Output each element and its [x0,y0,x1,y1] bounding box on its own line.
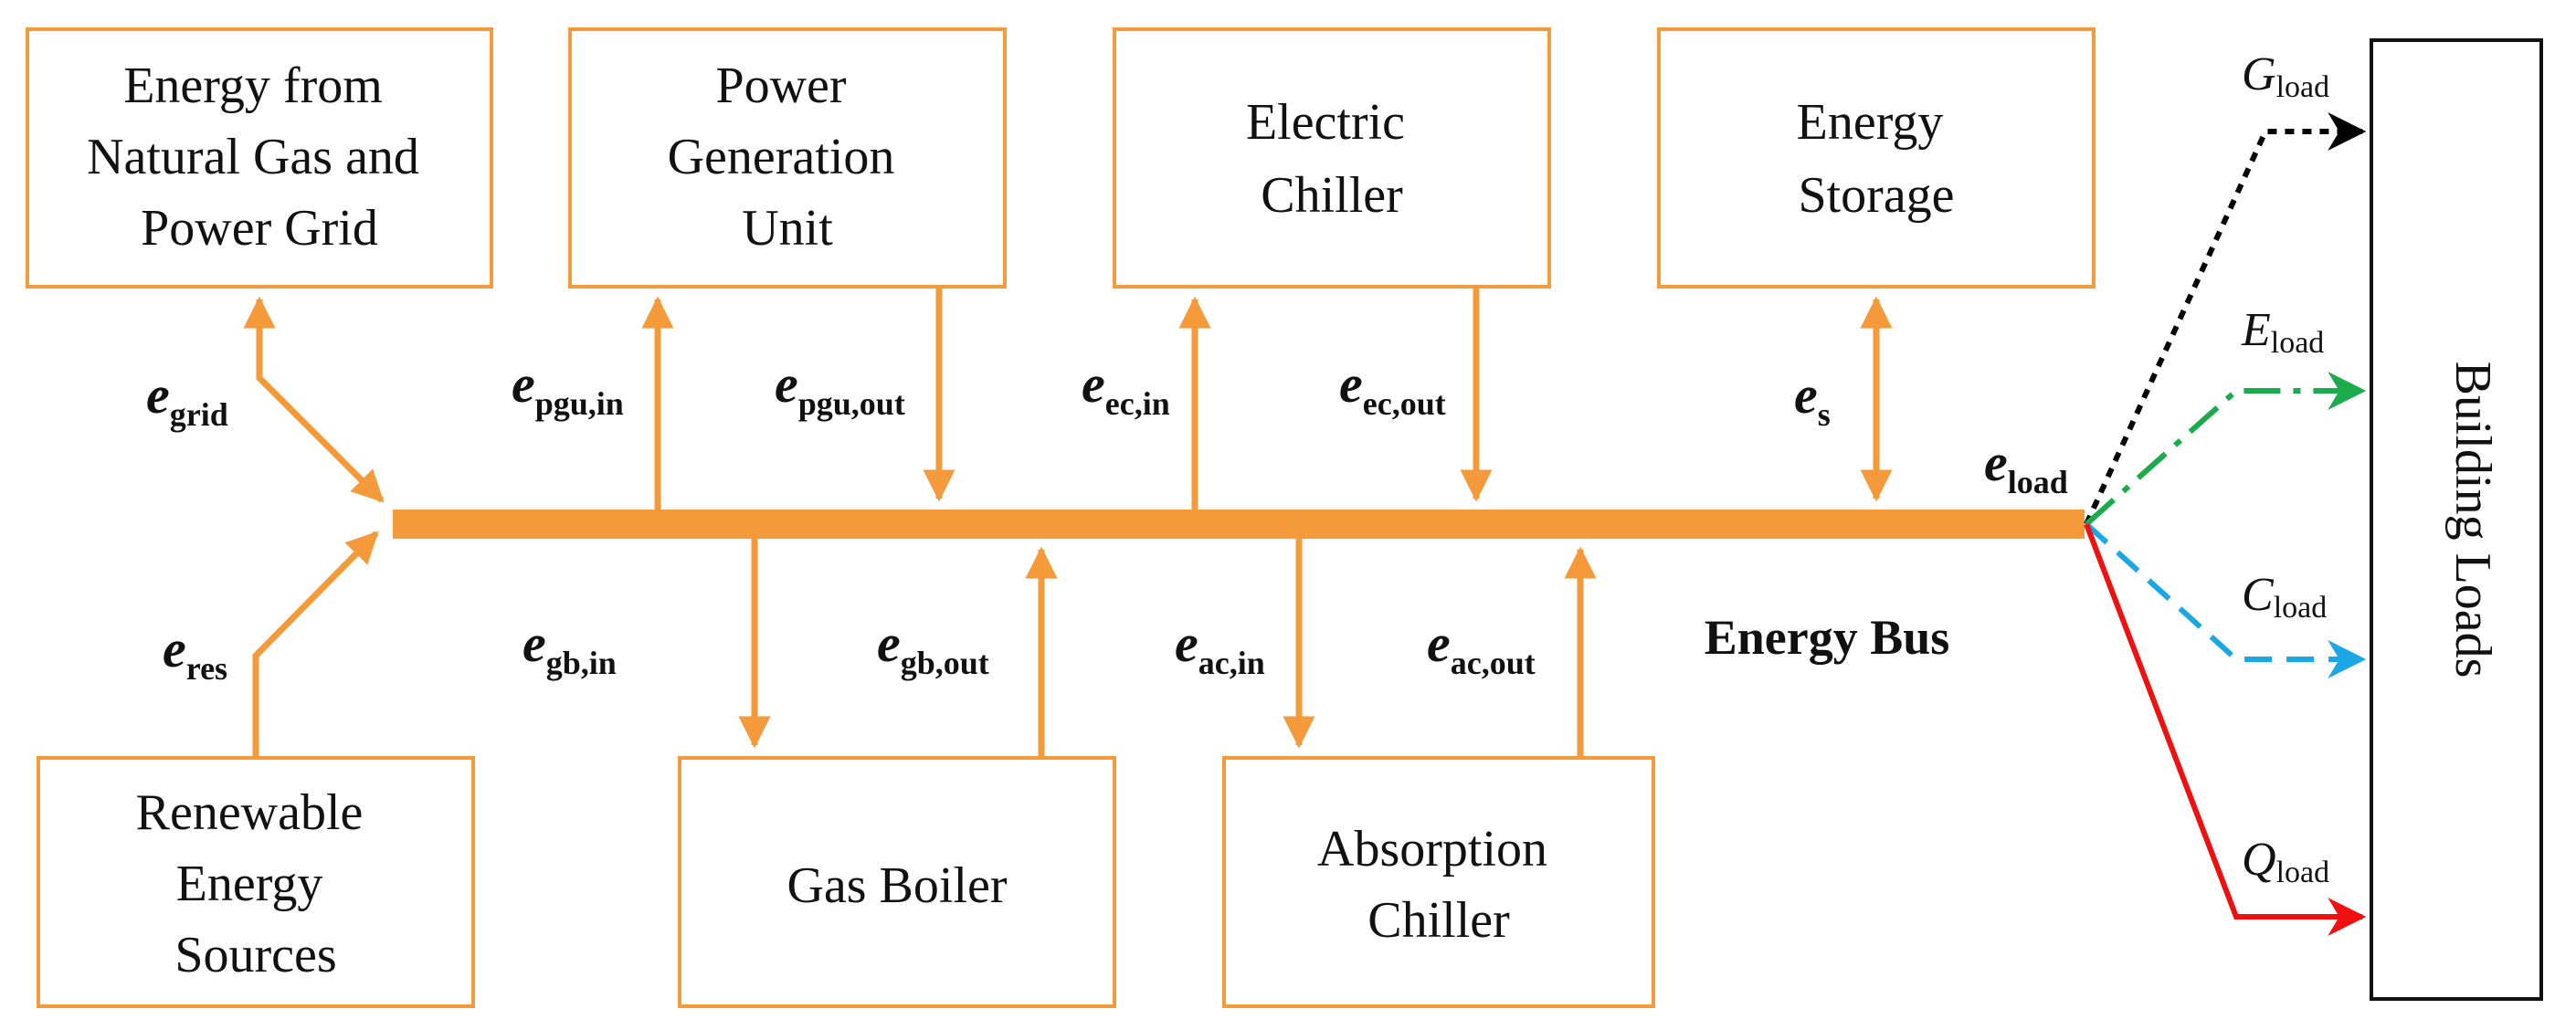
box-absorption-chiller-label: Absorption Chiller [1317,821,1560,949]
energy-bus [393,510,2085,539]
label-sub: load [2271,326,2325,360]
label-e-load: eload [1984,433,2068,500]
gas-load-line [2084,112,2367,526]
label-main: C [2242,569,2275,621]
label-sub: s [1818,396,1831,433]
label-main: e [877,614,901,673]
label-sub: gb,out [901,645,989,681]
label-e-gb-in: egb,in [523,614,617,681]
building-loads-frame [2370,38,2543,1001]
box-gas-boiler-frame [678,756,1116,1008]
box-natural-gas-grid-frame [26,27,493,289]
label-e-grid: egrid [146,365,228,433]
box-natural-gas-grid: Energy from Natural Gas and Power Grid [26,27,493,289]
label-e-gb-out: egb,out [877,614,989,681]
label-sub: load [2008,464,2068,500]
box-energy-storage-label: Energy Storage [1797,94,1957,224]
label-c-load: Cload [2242,569,2327,625]
box-gas-boiler: Gas Boiler [678,756,1116,1008]
label-sub: ec,out [1363,385,1446,422]
label-line: Electric [1246,94,1405,151]
label-line: Storage [1798,167,1954,224]
label-e-ec-in: eec,in [1082,354,1170,422]
label-main: e [775,354,798,414]
label-line: Renewable [136,784,364,841]
box-renewable-energy-frame [37,756,475,1008]
label-sub: ac,in [1198,645,1265,681]
label-e-s: es [1794,365,1831,433]
label-line: Power Grid [141,200,378,257]
label-line: Chiller [1261,167,1403,224]
label-e-ac-out: eac,out [1427,614,1536,681]
label-sub: grid [170,396,228,433]
label-e-ac-in: eac,in [1175,614,1265,681]
heating-load-line [2084,522,2367,936]
flow-grid-arrow [243,296,385,503]
label-sub: load [2274,591,2328,625]
label-line: Energy [176,856,323,912]
label-line: Energy [1797,94,1944,151]
box-electric-chiller: Electric Chiller [1113,27,1551,289]
label-main: e [1082,354,1105,414]
label-line: Chiller [1367,892,1510,949]
label-main: e [163,619,186,678]
electric-load-line [2085,372,2367,527]
label-main: e [146,365,170,425]
box-power-generation-unit-frame [568,27,1007,289]
box-energy-storage-frame [1657,27,2096,289]
label-main: G [2242,48,2276,100]
label-sub: gb,in [546,645,617,681]
box-renewable-energy-label: Renewable Energy Sources [136,784,376,983]
label-sub: pgu,out [798,385,905,422]
label-main: e [1794,365,1818,425]
energy-bus-label: Energy Bus [1705,610,1950,665]
label-line: Absorption [1317,821,1547,878]
label-main: e [1339,354,1363,414]
label-sub: load [2276,856,2330,889]
label-e-pgu-in: epgu,in [512,354,624,422]
box-power-generation-unit-label: Power Generation Unit [668,58,908,257]
label-sub: ac,out [1451,645,1536,681]
label-e-load-building: Eload [2241,304,2324,360]
box-electric-chiller-label: Electric Chiller [1246,94,1418,224]
label-main: E [2241,304,2271,356]
label-main: e [1427,614,1451,673]
box-energy-storage: Energy Storage [1657,27,2096,289]
label-sub: res [186,650,227,687]
box-absorption-chiller-frame [1222,756,1655,1008]
label-line: Power [715,58,846,114]
label-main: Q [2242,834,2276,886]
label-g-load: Gload [2242,48,2329,104]
label-e-ec-out: eec,out [1339,354,1446,422]
building-loads-box: Building Loads [2370,38,2543,1001]
label-e-pgu-out: epgu,out [775,354,905,422]
label-q-load: Qload [2242,834,2329,889]
building-loads-label: Building Loads [2444,362,2501,678]
label-sub: load [2276,70,2330,104]
box-absorption-chiller: Absorption Chiller [1222,756,1655,1008]
label-sub: ec,in [1105,385,1170,422]
label-line: Natural Gas and [87,129,419,185]
label-sub: pgu,in [535,385,624,422]
label-line: Sources [174,927,336,983]
box-power-generation-unit: Power Generation Unit [568,27,1007,289]
cooling-load-line [2084,521,2367,678]
box-electric-chiller-frame [1113,27,1551,289]
label-main: e [512,354,535,414]
label-e-res: eres [163,619,227,687]
box-gas-boiler-label: Gas Boiler [787,857,1007,914]
label-line: Energy from [123,58,383,114]
label-main: e [523,614,546,673]
label-main: e [1175,614,1198,673]
flow-res-arrow [252,531,379,758]
label-line: Unit [742,200,833,257]
box-renewable-energy: Renewable Energy Sources [37,756,475,1008]
box-natural-gas-grid-label: Energy from Natural Gas and Power Grid [87,58,432,257]
label-line: Gas Boiler [787,857,1007,914]
label-main: e [1984,433,2008,492]
label-line: Generation [668,129,895,185]
